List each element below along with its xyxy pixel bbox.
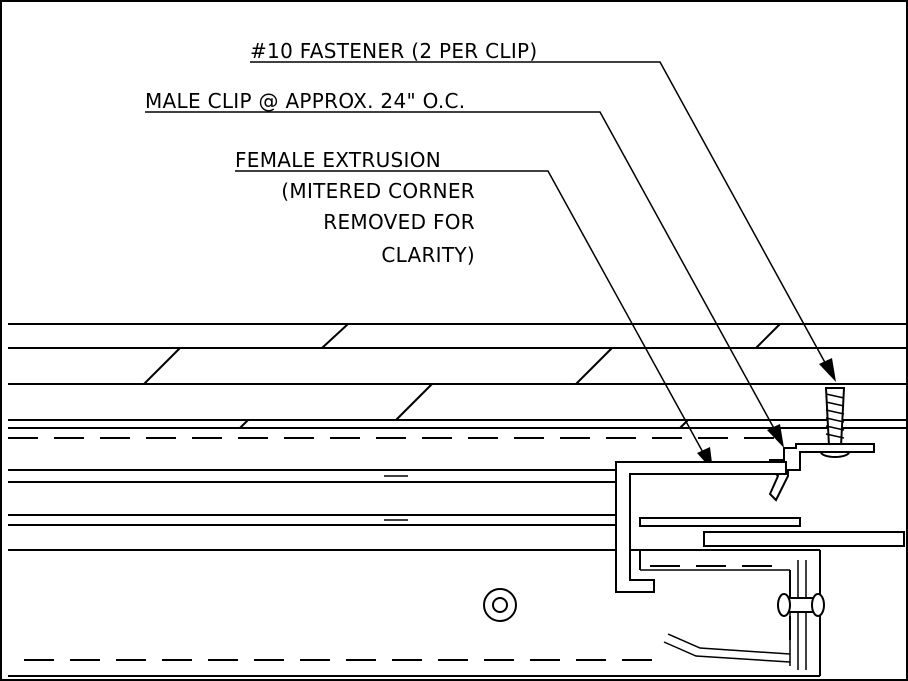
panel-lines bbox=[8, 469, 640, 551]
female-extrusion-label-line4: CLARITY) bbox=[381, 243, 475, 267]
channel-body bbox=[8, 549, 821, 677]
female-extrusion-label-line3: REMOVED FOR bbox=[323, 210, 475, 234]
upper-plate bbox=[639, 517, 801, 527]
male-clip-label: MALE CLIP @ APPROX. 24" O.C. bbox=[145, 89, 465, 113]
channel-bolt bbox=[777, 593, 825, 617]
female-extrusion-leader-line bbox=[475, 170, 706, 457]
male-clip-leader-arrowhead bbox=[767, 424, 784, 448]
female-extrusion bbox=[615, 461, 787, 593]
fastener-leader-line bbox=[580, 61, 829, 369]
fastener-leader-arrowhead bbox=[819, 358, 836, 382]
fastener-label: #10 FASTENER (2 PER CLIP) bbox=[250, 39, 538, 63]
female-extrusion-label-line1: FEMALE EXTRUSION bbox=[235, 148, 441, 172]
male-clip bbox=[768, 443, 875, 502]
substrate-layers bbox=[8, 323, 908, 439]
circle-marker bbox=[483, 588, 517, 622]
lower-plate bbox=[703, 531, 905, 547]
female-extrusion-label-line2: (MITERED CORNER bbox=[281, 179, 475, 203]
male-clip-leader-line bbox=[515, 111, 777, 433]
